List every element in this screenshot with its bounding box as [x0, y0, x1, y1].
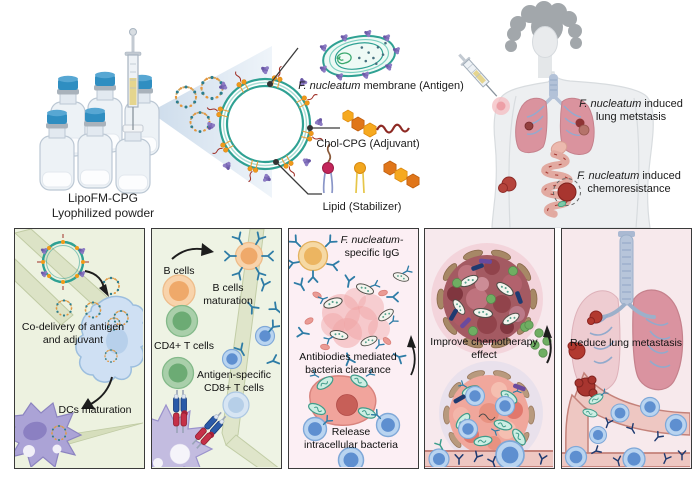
stabilizer-label: Lipid (Stabilizer) [322, 201, 402, 213]
adjuvant-label: Chol-CPG (Adjuvant) [316, 138, 420, 150]
callout-dots [267, 81, 313, 165]
face [532, 26, 558, 58]
immune-cell [564, 445, 588, 467]
immune-cell [588, 425, 608, 445]
mature-dc-cell [15, 401, 83, 467]
patient-illustration [458, 1, 654, 228]
bacterium-illustration [319, 29, 401, 82]
panel5-art [562, 231, 690, 467]
immune-cell [495, 440, 525, 467]
panel4-art [425, 243, 553, 467]
lung-metastasis-nodules [567, 310, 603, 360]
lipid-molecules [322, 143, 420, 194]
liposome-large [37, 234, 89, 290]
igg-label: F. nucleatum-specific IgG [340, 234, 404, 260]
cd8-t-cell [221, 348, 243, 370]
tumor-cell [306, 368, 378, 426]
lung-metastasis [524, 121, 534, 131]
bronchi [526, 105, 582, 136]
immune-cell [639, 396, 661, 418]
lung-metastasis-label: F. nucleatum induced lung metstasis [579, 98, 683, 124]
panel3-art [289, 234, 416, 467]
injection-syringe-icon [458, 53, 498, 97]
arrow-icon [171, 247, 207, 260]
bacterium [391, 270, 411, 284]
cd4-label: CD4+ T cells [153, 340, 214, 352]
escaping-tumor-cell [574, 375, 598, 398]
syringe-icon [124, 28, 142, 130]
b-cells-label: B cells [163, 265, 195, 277]
panel1-art [15, 229, 143, 467]
panel-antibody-clearance: F. nucleatum-specific IgG Antibiodies me… [288, 228, 419, 469]
trachea [619, 234, 634, 306]
colon-tumor [557, 182, 577, 202]
tumor-with-immune-attack [443, 370, 535, 460]
dendritic-cell [152, 403, 214, 467]
panel2-art [152, 229, 280, 467]
immune-cell [428, 448, 450, 467]
arrow-icon [88, 376, 113, 406]
mature-b-cell [224, 231, 274, 281]
plasma-cell [289, 234, 340, 283]
vials-caption: LipoFM-CPG Lyophilized powder [51, 191, 155, 220]
trachea [549, 74, 558, 99]
immune-cell [664, 413, 688, 437]
top-illustration [39, 1, 654, 228]
immune-cell [610, 403, 630, 423]
antigen-label: F. nucleatum membrane (Antigen) [298, 80, 464, 92]
chemo-drug-dots [524, 320, 552, 358]
tumor-after-treatment [436, 249, 538, 349]
callout-lines [269, 47, 340, 195]
arrow-icon [410, 342, 416, 376]
chol-cpg-molecule [342, 109, 410, 138]
liposome-structure [205, 64, 325, 184]
immune-cell [622, 447, 646, 467]
chemoresistance-label: F. nucleatum induced chemoresistance [577, 170, 681, 196]
reduce-metastasis-label: Reduce lung metastasis [569, 337, 683, 349]
vial-group [39, 71, 160, 194]
neck [538, 52, 552, 78]
dcs-maturation-label: DCs maturation [58, 404, 132, 416]
panel-metastasis: Reduce lung metastasis [561, 228, 692, 469]
